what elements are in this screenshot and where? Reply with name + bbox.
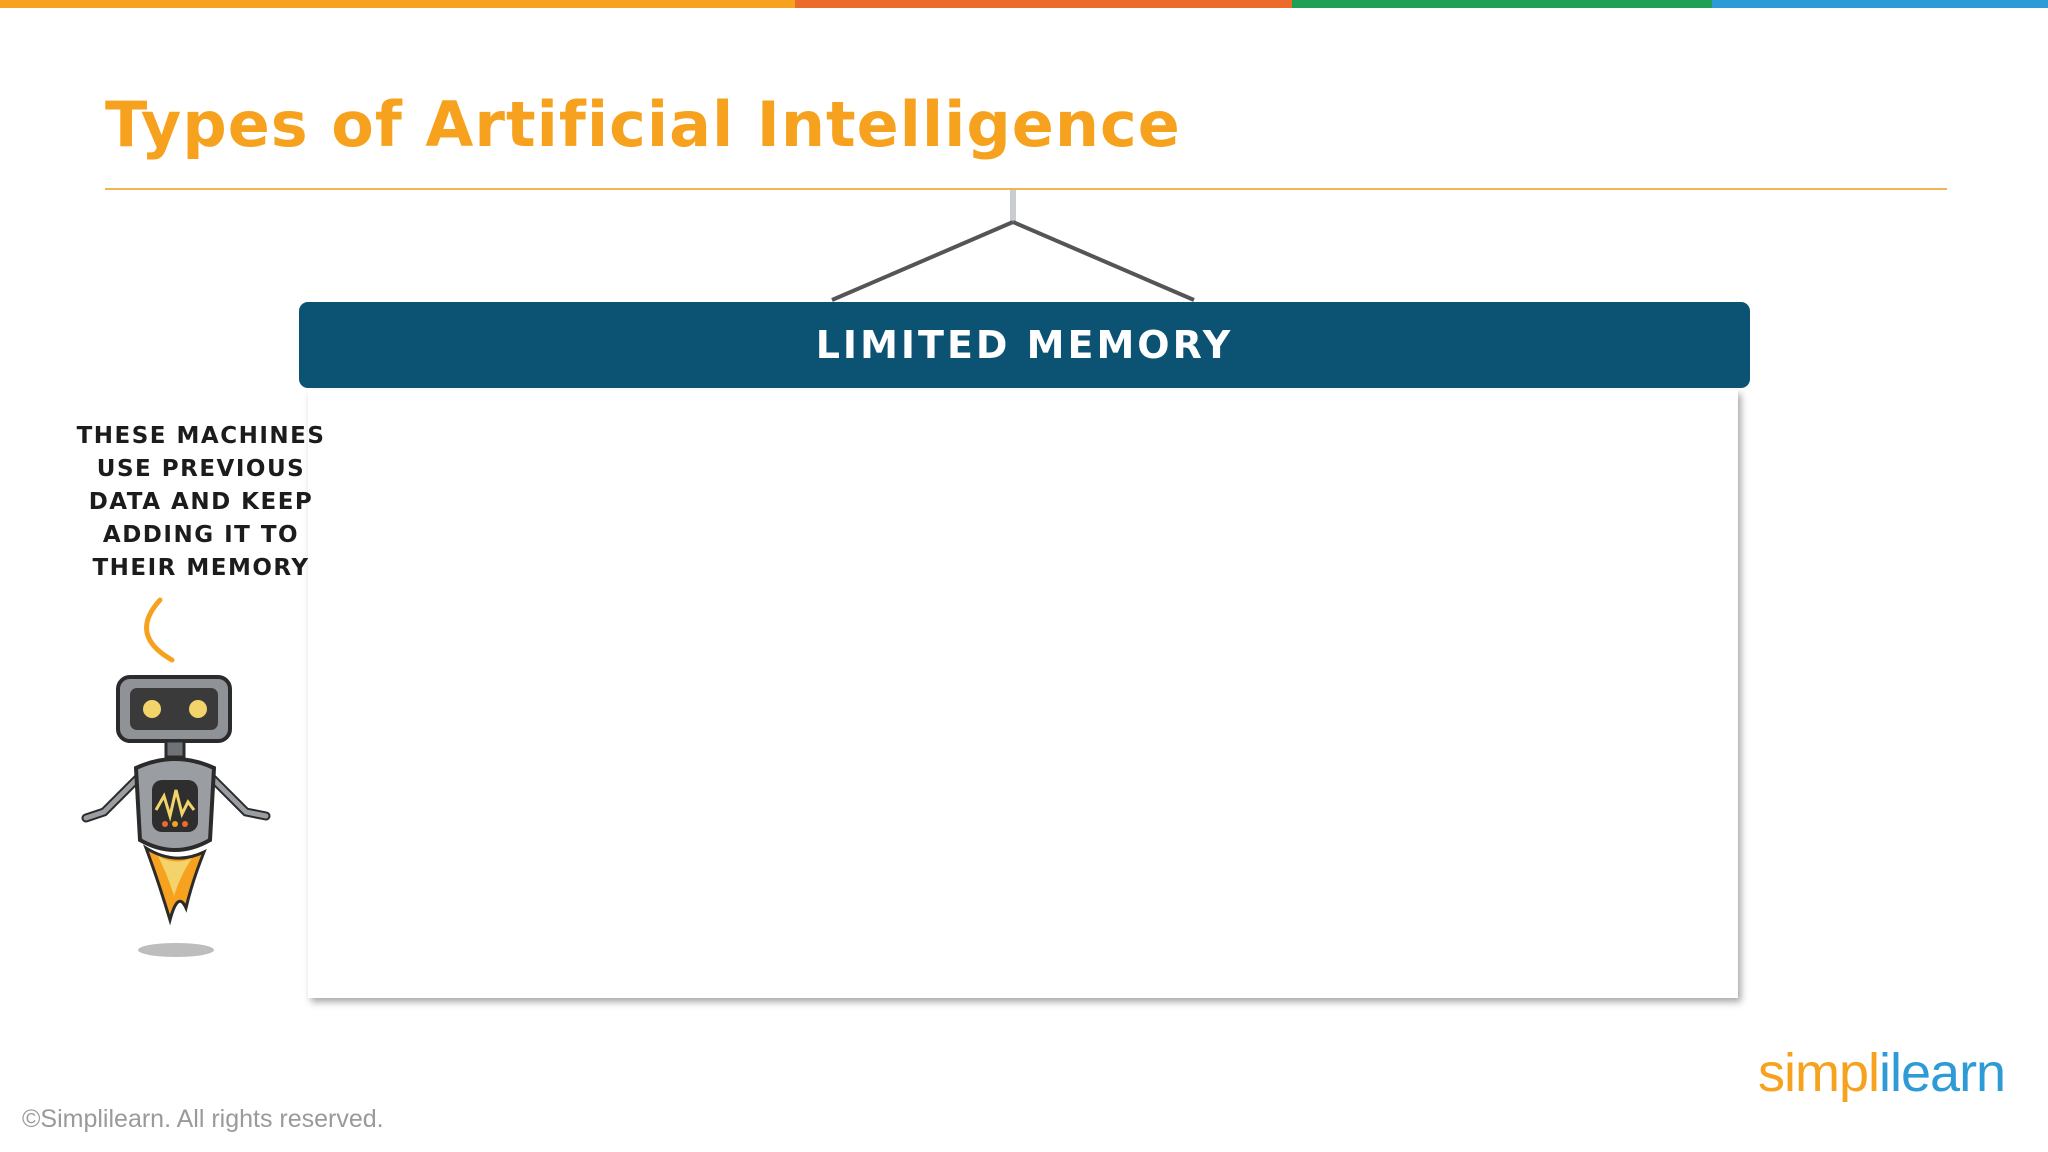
logo-part-1: simpl	[1758, 1043, 1880, 1103]
title-divider	[105, 188, 1947, 190]
banner-hanger	[831, 190, 1195, 302]
logo-part-2: i	[1879, 1043, 1891, 1103]
limited-memory-banner: LIMITED MEMORY	[299, 302, 1750, 388]
speech-text: THESE MACHINES USE PREVIOUS DATA AND KEE…	[76, 423, 326, 581]
logo-part-3: learn	[1890, 1043, 2006, 1103]
banner-label: LIMITED MEMORY	[815, 323, 1234, 367]
simplilearn-logo: simplilearn	[1758, 1042, 2006, 1104]
slide-title: Types of Artificial Intelligence	[105, 88, 1181, 161]
top-color-bar	[0, 0, 2048, 8]
flying-robot-icon	[81, 597, 271, 957]
copyright-text: ©Simplilearn. All rights reserved.	[22, 1105, 384, 1133]
content-board	[308, 390, 1738, 998]
speech-arc-icon	[144, 597, 175, 663]
